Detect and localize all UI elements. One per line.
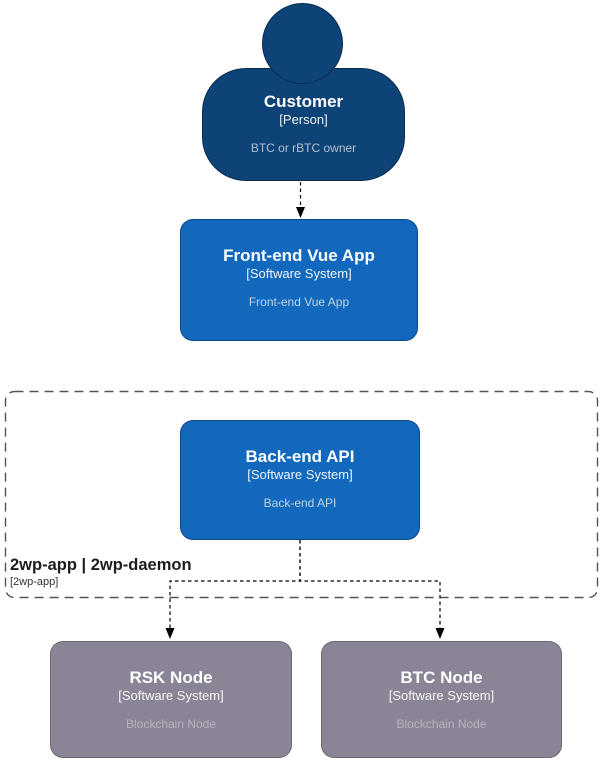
node-description: Back-end API: [263, 496, 337, 510]
boundary-title: 2wp-app | 2wp-daemon: [10, 556, 192, 574]
node-description: BTC or rBTC owner: [250, 141, 357, 155]
person-body-shape: [202, 68, 405, 181]
node-frontend: Front-end Vue App [Software System] Fron…: [180, 219, 418, 341]
node-description: Blockchain Node: [125, 717, 217, 731]
node-title: Customer: [263, 92, 344, 111]
boundary-label: 2wp-app | 2wp-daemon [2wp-app]: [10, 555, 192, 589]
node-subtitle: [Software System]: [118, 688, 224, 703]
arrowhead-rsk-icon: [165, 628, 175, 639]
node-customer-text: Customer [Person] BTC or rBTC owner: [202, 68, 405, 181]
arrowhead-btc-icon: [435, 628, 445, 639]
node-subtitle: [Software System]: [246, 266, 352, 281]
node-btc: BTC Node [Software System] Blockchain No…: [321, 641, 562, 758]
person-head-icon: [262, 3, 343, 84]
node-title: Front-end Vue App: [223, 246, 375, 265]
edge-backend-btc: [299, 540, 441, 628]
node-backend: Back-end API [Software System] Back-end …: [180, 420, 420, 540]
node-rsk: RSK Node [Software System] Blockchain No…: [50, 641, 292, 758]
node-subtitle: [Software System]: [247, 467, 353, 482]
node-subtitle: [Person]: [279, 112, 328, 127]
node-title: RSK Node: [129, 668, 213, 687]
node-subtitle: [Software System]: [388, 688, 495, 703]
node-title: Back-end API: [245, 447, 355, 466]
boundary-subtitle: [2wp-app]: [10, 576, 59, 588]
node-description: Blockchain Node: [396, 717, 487, 731]
node-description: Front-end Vue App: [248, 295, 350, 309]
arrowhead-frontend-icon: [296, 207, 305, 218]
node-title: BTC Node: [400, 668, 483, 687]
